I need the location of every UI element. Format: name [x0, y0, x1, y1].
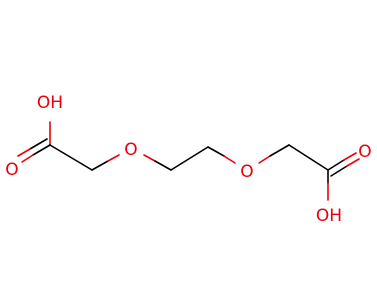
atom-label-ether-left: O	[124, 140, 137, 160]
atom-label-ether-right: O	[240, 162, 253, 182]
atom-label-hydroxyl-right: OH	[316, 206, 342, 226]
bond-c2-o-ether-left	[91, 154, 120, 171]
atom-label-carbonyl-right: O	[358, 142, 371, 162]
bond-c5-c6	[288, 144, 329, 171]
atom-label-hydroxyl-left: OH	[37, 93, 63, 113]
bond-c6-o-double-right	[327, 152, 360, 177]
bond-o-ether-left-c3	[143, 154, 172, 171]
bond-c1-o-double-left	[17, 138, 51, 163]
atom-label-carbonyl-left: O	[5, 160, 18, 180]
bond-o-ether-right-c5	[258, 144, 290, 164]
bond-c3-c4	[170, 146, 209, 171]
bond-c4-o-ether-right	[207, 146, 236, 164]
bond-c1-c2	[49, 144, 93, 171]
